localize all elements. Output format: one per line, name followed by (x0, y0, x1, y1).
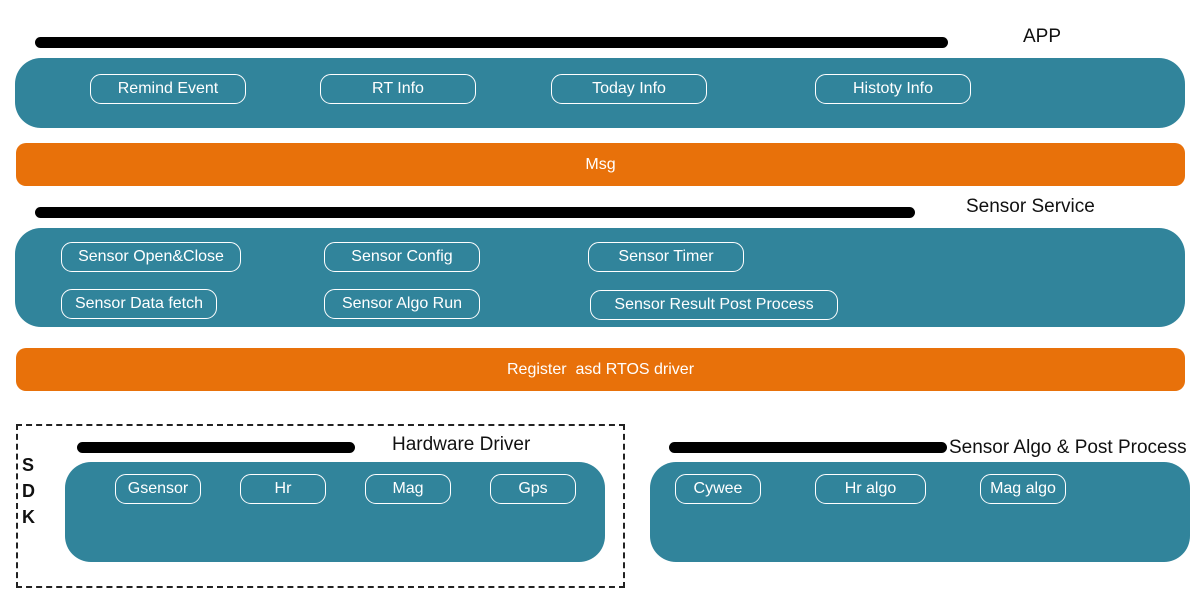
hw-item-gps: Gps (490, 474, 576, 504)
sdk-letter-s: S (22, 455, 35, 475)
sdk-letter-d: D (22, 481, 35, 501)
sensor-service-title: Sensor Service (966, 196, 1095, 217)
hw-item-gsensor: Gsensor (115, 474, 201, 504)
hw-item-mag: Mag (365, 474, 451, 504)
sensor-item-open-close: Sensor Open&Close (61, 242, 241, 272)
sensor-item-algo-run: Sensor Algo Run (324, 289, 480, 319)
app-title: APP (1023, 26, 1062, 47)
hw-item-hr: Hr (240, 474, 326, 504)
algo-item-hr-algo: Hr algo (815, 474, 926, 504)
app-item-today-info: Today Info (551, 74, 707, 104)
hardware-driver-panel: Gsensor Hr Mag Gps (65, 462, 605, 562)
app-item-history-info: Histoty Info (815, 74, 971, 104)
sensor-service-panel: Sensor Open&Close Sensor Config Sensor T… (15, 228, 1185, 327)
algo-panel: Cywee Hr algo Mag algo (650, 462, 1190, 562)
algo-title: Sensor Algo & Post Process (949, 437, 1187, 458)
sensor-service-divider-bar (35, 207, 915, 218)
algo-divider-bar (669, 442, 947, 453)
sensor-item-data-fetch: Sensor Data fetch (61, 289, 217, 319)
app-divider-bar (35, 37, 948, 48)
msg-bar: Msg (16, 143, 1185, 186)
hardware-driver-title: Hardware Driver (392, 434, 531, 455)
hardware-driver-divider-bar (77, 442, 355, 453)
register-rtos-driver-bar: Register asd RTOS driver (16, 348, 1185, 391)
algo-item-cywee: Cywee (675, 474, 761, 504)
app-panel: Remind Event RT Info Today Info Histoty … (15, 58, 1185, 128)
app-item-rt-info: RT Info (320, 74, 476, 104)
algo-item-mag-algo: Mag algo (980, 474, 1066, 504)
sensor-item-config: Sensor Config (324, 242, 480, 272)
sensor-item-result-post-process: Sensor Result Post Process (590, 290, 838, 320)
sensor-item-timer: Sensor Timer (588, 242, 744, 272)
sdk-letter-k: K (22, 507, 35, 527)
app-item-remind-event: Remind Event (90, 74, 246, 104)
sdk-boundary (16, 424, 625, 588)
